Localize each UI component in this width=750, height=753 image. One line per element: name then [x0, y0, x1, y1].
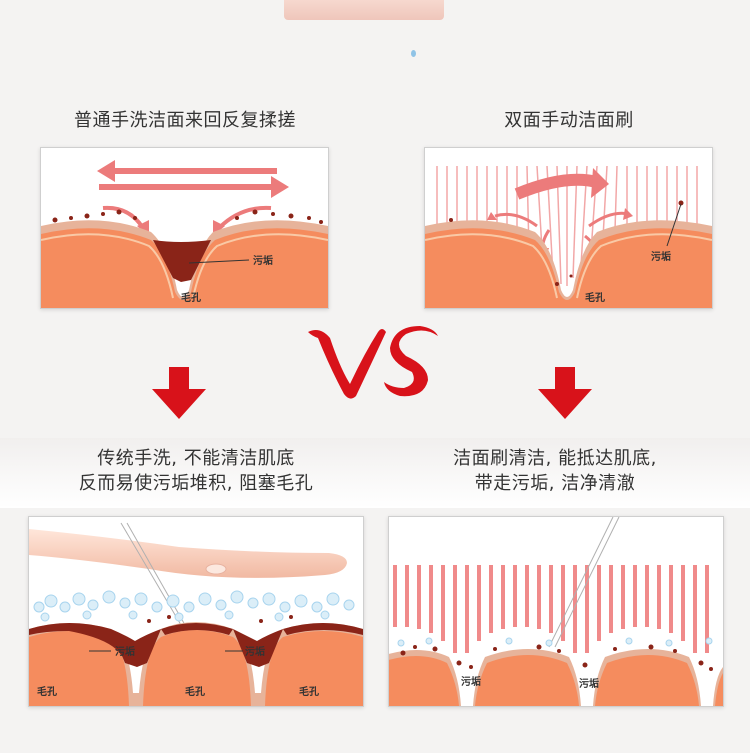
dirt-label-1: 污垢 [115, 645, 135, 658]
brush-clean-diagram: 污垢 毛孔 [424, 147, 713, 309]
dirt-label-1: 污垢 [461, 675, 481, 688]
right-top-caption: 双面手动洁面刷 [504, 110, 634, 131]
brush-result-diagram: 污垢 污垢 [388, 516, 724, 707]
right-caption-line-1: 洁面刷清洁, 能抵达肌底, [453, 448, 657, 469]
dirt-label-2: 污垢 [579, 677, 599, 690]
water-drop-icon [411, 50, 416, 57]
bristles-icon [393, 565, 709, 653]
hand-wash-diagram: 污垢 毛孔 [40, 147, 329, 309]
foam-bubbles [33, 590, 355, 622]
left-top-caption: 普通手洗洁面来回反复揉搓 [74, 110, 296, 131]
hand-icon [29, 529, 347, 578]
left-caption-line-1: 传统手洗, 不能清洁肌底 [97, 448, 295, 469]
down-arrow-icon [152, 367, 206, 419]
pore-label-2: 毛孔 [185, 685, 205, 698]
top-pink-bar [284, 0, 444, 20]
right-bottom-caption: 洁面刷清洁, 能抵达肌底, 带走污垢, 洁净清澈 [388, 446, 722, 496]
pore-label: 毛孔 [585, 291, 605, 304]
right-caption-line-2: 带走污垢, 洁净清澈 [474, 473, 636, 494]
pore-label-3: 毛孔 [299, 685, 319, 698]
pore-label: 毛孔 [181, 291, 201, 304]
left-caption-line-2: 反而易使污垢堆积, 阻塞毛孔 [78, 473, 314, 494]
down-arrow-icon [538, 367, 592, 419]
hand-result-diagram: 污垢 污垢 毛孔 毛孔 毛孔 [28, 516, 364, 707]
dirt-label: 污垢 [253, 254, 273, 267]
caption-band [0, 438, 750, 508]
pore-label-1: 毛孔 [37, 685, 57, 698]
dirt-label: 污垢 [651, 250, 671, 263]
vs-logo [308, 326, 438, 399]
back-forth-arrow-icon [97, 160, 289, 198]
left-bottom-caption: 传统手洗, 不能清洁肌底 反而易使污垢堆积, 阻塞毛孔 [28, 446, 364, 496]
dirt-label-2: 污垢 [245, 645, 265, 658]
